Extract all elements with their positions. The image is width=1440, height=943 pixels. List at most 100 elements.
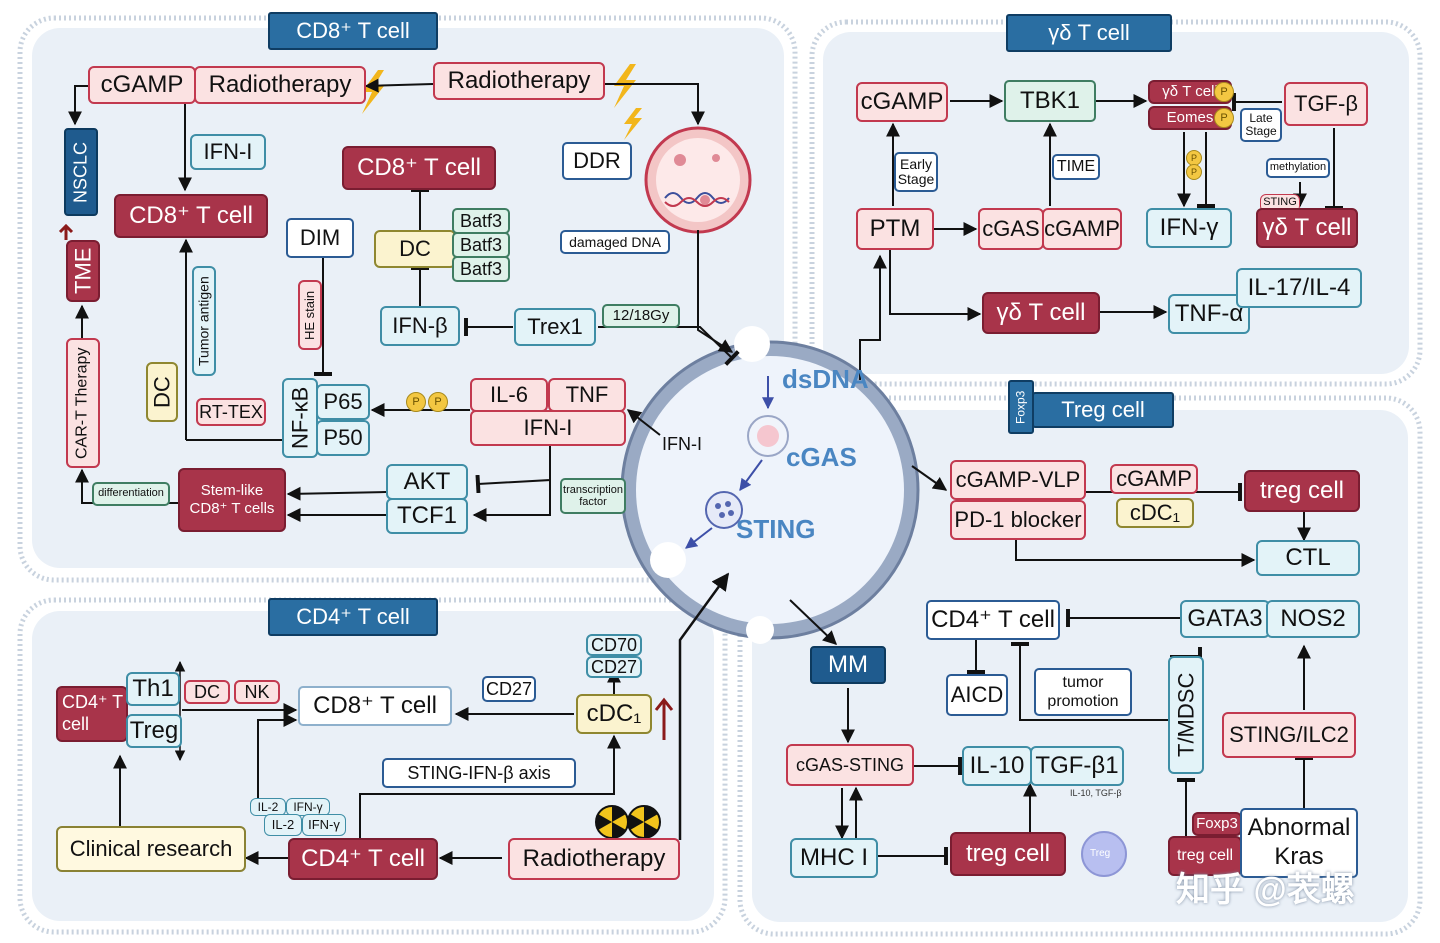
ifn-i-box: IFN-I bbox=[190, 134, 266, 170]
nk-box: NK bbox=[234, 680, 280, 704]
early-stage-label: Early Stage bbox=[897, 155, 935, 187]
car-t-therapy-box: CAR-T Therapy bbox=[66, 338, 100, 468]
ifn-i-label: IFN-I bbox=[662, 434, 702, 454]
stem-like-cd8-box: Stem-like CD8⁺ T cells bbox=[178, 468, 286, 532]
radiotherapy-box-left: Radiotherapy bbox=[194, 66, 366, 104]
ifn-b-box: IFN-β bbox=[380, 306, 460, 346]
sting-icon bbox=[705, 491, 743, 529]
lightning-icon bbox=[614, 64, 636, 108]
rt-tex-box: RT-TEX bbox=[196, 398, 266, 426]
cd4-t-cell-main-box: CD4⁺ T cell bbox=[288, 838, 438, 880]
cd4-cd8-t-cell-box: CD8⁺ T cell bbox=[298, 686, 452, 726]
cgamp-box: cGAMP bbox=[88, 66, 196, 104]
clinical-research-box: Clinical research bbox=[56, 826, 246, 872]
transcription-factor-label: transcription factor bbox=[563, 483, 623, 508]
akt-box: AKT bbox=[386, 464, 468, 500]
ifn-g-box: IFN-γ bbox=[1146, 208, 1232, 248]
mhc-i-box: MHC I bbox=[790, 838, 878, 878]
radiation-icon bbox=[595, 805, 661, 839]
ifn-y-box-b: IFN-γ bbox=[302, 814, 346, 836]
cgas-label: cGAS bbox=[786, 442, 857, 472]
cd4-t-cell-small-label: CD4⁺ T cell bbox=[62, 692, 123, 734]
panel-title-treg: Treg cell bbox=[1032, 392, 1174, 428]
tumor-promotion-box: tumor promotion bbox=[1034, 668, 1132, 716]
batf3-box-1: Batf3 bbox=[452, 208, 510, 234]
gd-cell-right-box: γδ T cell bbox=[1256, 208, 1358, 248]
treg-box: Treg bbox=[126, 714, 182, 748]
irradiated-tumor-cell bbox=[644, 126, 752, 234]
abnormal-kras-box: Abnormal Kras bbox=[1240, 808, 1358, 878]
mm-treg-cell2-box: treg cell bbox=[1168, 836, 1242, 876]
ptm-box: PTM bbox=[856, 208, 934, 250]
radiotherapy-box-top: Radiotherapy bbox=[433, 62, 605, 100]
p65-box: P65 bbox=[316, 384, 370, 420]
il-10-box: IL-10 bbox=[962, 746, 1032, 786]
il-6-box: IL-6 bbox=[470, 378, 548, 412]
cd4-dc-box: DC bbox=[184, 680, 230, 704]
gd-cell-bottom-box: γδ T cell bbox=[982, 292, 1100, 334]
cd27-box-right: CD27 bbox=[482, 676, 536, 702]
dsdna-label: dsDNA bbox=[782, 364, 869, 394]
gd-cgamp-box: cGAMP bbox=[856, 82, 948, 122]
stem-like-label: Stem-like CD8⁺ T cells bbox=[189, 482, 275, 517]
tme-box: TME bbox=[66, 240, 100, 302]
gata3-box: GATA3 bbox=[1180, 600, 1270, 638]
foxp3-box: Foxp3 bbox=[1192, 812, 1242, 836]
phospho-badge: P bbox=[1214, 82, 1234, 102]
phospho-badge: P bbox=[1214, 108, 1234, 128]
ifn-i-box-center: IFN-I bbox=[470, 410, 626, 446]
panel-title-cd4: CD4⁺ T cell bbox=[268, 598, 438, 636]
pd-1-blocker-box: PD-1 blocker bbox=[950, 500, 1086, 540]
transcription-factor-box: transcription factor bbox=[560, 478, 626, 514]
mm-treg-cell-box: treg cell bbox=[950, 832, 1066, 876]
methylation-box: methylation bbox=[1266, 158, 1330, 178]
sting-ilc2-box: STING/ILC2 bbox=[1222, 712, 1356, 758]
il-10-tgf-b-label: IL-10, TGF-β bbox=[1070, 788, 1122, 798]
sting-label: STING bbox=[736, 514, 816, 544]
tnf-a-box: TNF-α bbox=[1168, 294, 1250, 334]
phospho-badge: P bbox=[406, 392, 426, 412]
tumor-antigen-box: Tumor antigen bbox=[192, 266, 216, 376]
trex1-box: Trex1 bbox=[514, 308, 596, 346]
tnf-box: TNF bbox=[548, 378, 626, 412]
mm-cd4-t-cell-box: CD4⁺ T cell bbox=[926, 600, 1060, 640]
ddr-box: DDR bbox=[562, 142, 632, 180]
aicd-box: AICD bbox=[946, 674, 1008, 716]
batf3-box-3: Batf3 bbox=[452, 256, 510, 282]
batf3-box-2: Batf3 bbox=[452, 232, 510, 258]
cd4-t-cell-small-box: CD4⁺ T cell bbox=[56, 686, 128, 742]
sting-ifn-b-axis-box: STING-IFN-β axis bbox=[382, 758, 576, 788]
p50-box: P50 bbox=[316, 420, 370, 456]
phospho-badge: P bbox=[1186, 164, 1202, 180]
early-stage-box: Early Stage bbox=[894, 152, 938, 192]
he-stain-box: HE stain bbox=[298, 280, 322, 350]
nf-kb-box: NF-κB bbox=[282, 378, 318, 458]
panel-title-cd8: CD8⁺ T cell bbox=[268, 12, 438, 50]
damaged-dna-box: damaged DNA bbox=[560, 230, 670, 254]
cd4-radiotherapy-box: Radiotherapy bbox=[508, 838, 680, 880]
late-stage-box: Late Stage bbox=[1240, 108, 1282, 142]
ctl-box: CTL bbox=[1256, 540, 1360, 576]
treg-cdc1-box: cDC₁ bbox=[1116, 498, 1194, 528]
il-17-il-4-box: IL-17/IL-4 bbox=[1236, 268, 1362, 308]
treg-cell-icon bbox=[1081, 831, 1127, 877]
late-stage-label: Late Stage bbox=[1245, 110, 1277, 138]
cd70-box: CD70 bbox=[586, 634, 642, 656]
tgf-b1-box: TGF-β1 bbox=[1030, 746, 1124, 786]
tumor-promotion-label: tumor promotion bbox=[1047, 673, 1119, 710]
treg-cgamp-box: cGAMP bbox=[1110, 464, 1198, 494]
panel-side-foxp3: Foxp3 bbox=[1008, 380, 1034, 434]
tbk1-box: TBK1 bbox=[1004, 80, 1096, 122]
time-box: TIME bbox=[1052, 154, 1100, 180]
treg-cell-box: treg cell bbox=[1244, 470, 1360, 512]
t-mdsc-box: T/MDSC bbox=[1168, 656, 1204, 774]
il-2-box-b: IL-2 bbox=[264, 814, 302, 836]
treg-small-label: Treg bbox=[1090, 848, 1111, 859]
mm-box: MM bbox=[810, 646, 886, 684]
abnormal-kras-label: Abnormal Kras bbox=[1247, 814, 1351, 870]
tgf-b-box: TGF-β bbox=[1284, 82, 1368, 126]
differentiation-box: differentiation bbox=[92, 482, 170, 506]
cgamp-vlp-box: cGAMP-VLP bbox=[950, 460, 1086, 500]
gd-cgamp2-box: cGAMP bbox=[1042, 208, 1122, 250]
cd4-cdc1-box: cDC₁ bbox=[576, 694, 652, 734]
